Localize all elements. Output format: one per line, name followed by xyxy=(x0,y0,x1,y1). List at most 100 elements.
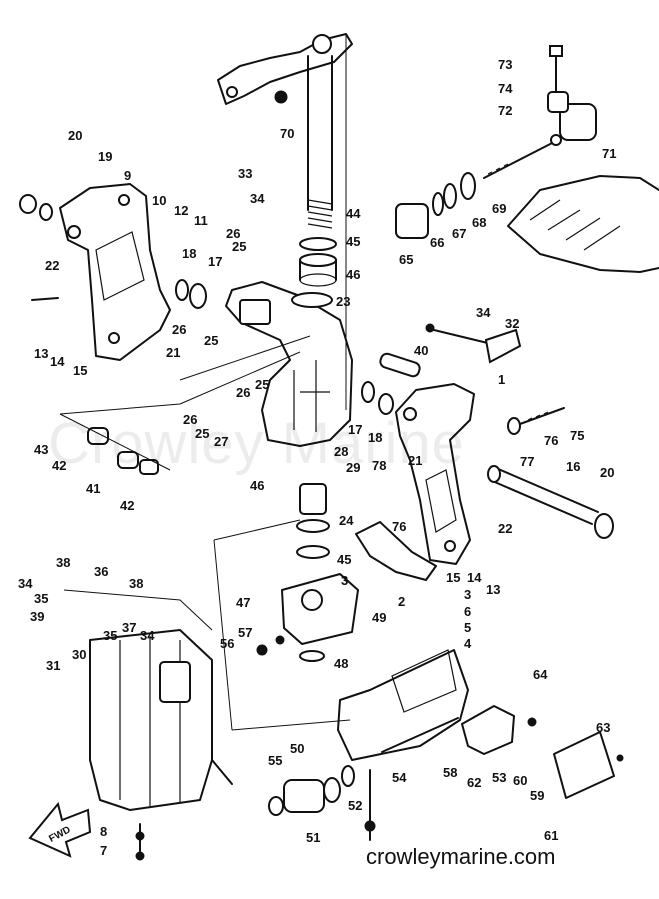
bolt-13 xyxy=(31,297,59,301)
lower-bushing-46 xyxy=(296,483,330,559)
callout-10: 10 xyxy=(152,193,166,208)
callout-48: 48 xyxy=(334,656,348,671)
bolt-69 xyxy=(483,134,562,179)
callout-13: 13 xyxy=(34,346,48,361)
callout-53: 53 xyxy=(492,770,506,785)
callout-37: 37 xyxy=(122,620,136,635)
callout-34: 34 xyxy=(476,305,491,320)
callout-13: 13 xyxy=(486,582,500,597)
callout-60: 60 xyxy=(513,773,527,788)
callout-42: 42 xyxy=(52,458,66,473)
callout-26: 26 xyxy=(226,226,240,241)
rod-54 xyxy=(381,717,459,753)
callout-2: 2 xyxy=(398,594,405,609)
callout-28: 28 xyxy=(334,444,348,459)
callout-77: 77 xyxy=(520,454,534,469)
callout-22: 22 xyxy=(45,258,59,273)
callout-3: 3 xyxy=(341,573,348,588)
callout-27: 27 xyxy=(214,434,228,449)
callout-19: 19 xyxy=(98,149,112,164)
callout-14: 14 xyxy=(467,570,482,585)
callout-25: 25 xyxy=(204,333,218,348)
power-trim-unit xyxy=(63,589,233,811)
callout-34: 34 xyxy=(18,576,33,591)
callout-3: 3 xyxy=(464,587,471,602)
callout-38: 38 xyxy=(56,555,70,570)
callout-8: 8 xyxy=(100,824,107,839)
steering-shaft xyxy=(299,34,347,410)
callout-46: 46 xyxy=(250,478,264,493)
callout-23: 23 xyxy=(336,294,350,309)
callout-76: 76 xyxy=(544,433,558,448)
swivel-bracket xyxy=(225,281,353,447)
callout-73: 73 xyxy=(498,57,512,72)
callout-35: 35 xyxy=(103,628,117,643)
callout-25: 25 xyxy=(232,239,246,254)
callout-39: 39 xyxy=(30,609,44,624)
bolt-75 xyxy=(507,407,565,435)
washer-19 xyxy=(39,203,53,221)
callout-59: 59 xyxy=(530,788,544,803)
callout-64: 64 xyxy=(533,667,548,682)
washer-18 xyxy=(378,393,394,415)
callout-54: 54 xyxy=(392,770,407,785)
callout-43: 43 xyxy=(34,442,48,457)
callout-42: 42 xyxy=(120,498,134,513)
callout-55: 55 xyxy=(268,753,282,768)
callout-76: 76 xyxy=(392,519,406,534)
callout-45: 45 xyxy=(337,552,351,567)
callout-62: 62 xyxy=(467,775,481,790)
callout-71: 71 xyxy=(602,146,616,161)
callout-18: 18 xyxy=(368,430,382,445)
callout-17: 17 xyxy=(348,422,362,437)
bushing-17 xyxy=(361,381,375,403)
bushing-40 xyxy=(379,352,421,378)
bushing-17-left xyxy=(189,283,207,309)
callout-30: 30 xyxy=(72,647,86,662)
callout-35: 35 xyxy=(34,591,48,606)
callout-74: 74 xyxy=(498,81,513,96)
callout-21: 21 xyxy=(408,453,422,468)
callout-18: 18 xyxy=(182,246,196,261)
rubber-mount-65 xyxy=(395,172,476,239)
callout-67: 67 xyxy=(452,226,466,241)
callout-1: 1 xyxy=(498,372,505,387)
callout-38: 38 xyxy=(129,576,143,591)
rubber-mount-50 xyxy=(268,765,355,816)
lower-case xyxy=(213,519,469,761)
nut-20 xyxy=(19,194,37,214)
callout-58: 58 xyxy=(443,765,457,780)
callout-78: 78 xyxy=(372,458,386,473)
callout-70: 70 xyxy=(280,126,294,141)
callout-33: 33 xyxy=(238,166,252,181)
callout-26: 26 xyxy=(183,412,197,427)
left-clamp-bracket xyxy=(59,183,171,361)
callout-68: 68 xyxy=(472,215,486,230)
callout-61: 61 xyxy=(544,828,558,843)
upper-mount-housing xyxy=(507,45,659,273)
callout-41: 41 xyxy=(86,481,100,496)
callout-25: 25 xyxy=(195,426,209,441)
site-url[interactable]: crowleymarine.com xyxy=(366,844,556,869)
callout-5: 5 xyxy=(464,620,471,635)
callout-56: 56 xyxy=(220,636,234,651)
callout-22: 22 xyxy=(498,521,512,536)
callout-69: 69 xyxy=(492,201,506,216)
callout-4: 4 xyxy=(464,636,472,651)
callout-25: 25 xyxy=(255,377,269,392)
callout-46: 46 xyxy=(346,267,360,282)
callout-26: 26 xyxy=(172,322,186,337)
callout-49: 49 xyxy=(372,610,386,625)
callout-15: 15 xyxy=(446,570,460,585)
steering-arm xyxy=(217,33,353,105)
callout-16: 16 xyxy=(566,459,580,474)
callout-52: 52 xyxy=(348,798,362,813)
callout-36: 36 xyxy=(94,564,108,579)
callout-21: 21 xyxy=(166,345,180,360)
fwd-arrow-icon: FWD xyxy=(28,801,92,858)
callout-6: 6 xyxy=(464,604,471,619)
callout-40: 40 xyxy=(414,343,428,358)
callout-34: 34 xyxy=(140,628,155,643)
callout-labels: 1233456789101112131314141515161717181819… xyxy=(18,57,616,858)
